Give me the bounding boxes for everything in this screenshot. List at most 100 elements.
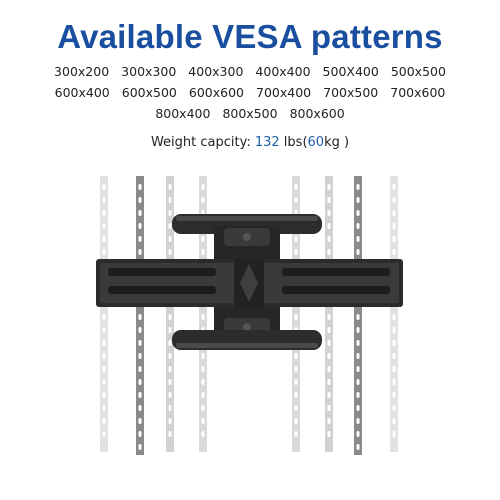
rail-hole [392,431,396,437]
rail-hole [356,223,360,229]
vesa-patterns-row-1: 300x200 300x300 400x300 400x400 500X400 … [0,64,500,79]
rail-hole [168,366,172,372]
vesa-pattern: 400x400 [255,64,311,79]
rail-hole [138,210,142,216]
rail-hole [102,327,106,333]
rail-hole [392,392,396,398]
rail-hole [294,249,298,255]
rail-hole [392,340,396,346]
rail-hole [102,314,106,320]
rail-hole [356,327,360,333]
rail-hole [201,184,205,190]
vesa-pattern: 400x300 [188,64,244,79]
rail-hole [201,379,205,385]
rail-hole [168,184,172,190]
vesa-pattern: 300x300 [121,64,177,79]
rail-hole [138,353,142,359]
rail-hole [392,418,396,424]
rail-hole [138,366,142,372]
vesa-rail [325,176,333,452]
rail-hole [168,327,172,333]
rail-hole [392,197,396,203]
rail-hole [138,392,142,398]
vesa-pattern: 800x400 [155,106,211,121]
lower-arm [172,330,322,350]
rail-hole [138,405,142,411]
rail-hole [327,379,331,385]
rail-hole [294,197,298,203]
rail-hole [102,379,106,385]
rail-hole [392,405,396,411]
rail-hole [138,340,142,346]
rail-hole [168,223,172,229]
rail-hole [356,366,360,372]
rail-hole [102,431,106,437]
rail-hole [392,314,396,320]
rail-hole [138,184,142,190]
rail-hole [294,184,298,190]
rail-hole [102,236,106,242]
rail-hole [327,210,331,216]
rail-hole [102,418,106,424]
rail-hole [168,431,172,437]
rail-hole [392,249,396,255]
rail-hole [102,197,106,203]
upper-arm [172,214,322,234]
rail-hole [392,366,396,372]
vesa-pattern: 600x600 [188,85,244,100]
rail-hole [356,444,360,450]
vesa-pattern: 500X400 [322,64,379,79]
rail-hole [294,314,298,320]
rail-hole [356,392,360,398]
rail-hole [168,392,172,398]
rail-hole [168,418,172,424]
weight-lbs-unit: lbs( [279,135,308,150]
vesa-pattern: 600x500 [121,85,177,100]
rail-hole [102,184,106,190]
vesa-pattern: 300x200 [54,64,110,79]
rail-hole [327,418,331,424]
rail-hole [102,210,106,216]
vesa-pattern: 700x600 [390,85,446,100]
rail-hole [168,353,172,359]
rail-hole [327,223,331,229]
rail-hole [356,184,360,190]
rail-hole [327,405,331,411]
rail-hole [294,353,298,359]
vesa-pattern: 700x500 [323,85,379,100]
rail-hole [356,353,360,359]
rail-hole [356,418,360,424]
rail-hole [294,418,298,424]
vesa-pattern: 800x600 [289,106,345,121]
rail-hole [356,405,360,411]
rail-hole [168,236,172,242]
rail-hole [392,236,396,242]
vesa-pattern: 600x400 [54,85,110,100]
rail-hole [138,197,142,203]
rail-hole [102,249,106,255]
rail-hole [294,392,298,398]
rail-hole [201,314,205,320]
rail-hole [392,379,396,385]
rail-hole [356,431,360,437]
rail-hole [138,444,142,450]
rail-hole [201,236,205,242]
rail-hole [294,379,298,385]
weight-kg-unit: kg ) [324,135,350,150]
rail-hole [327,184,331,190]
rail-hole [356,379,360,385]
rail-hole [356,340,360,346]
rail-hole [327,236,331,242]
weight-label: Weight capcity: [150,135,255,150]
rail-hole [201,431,205,437]
rail-hole [102,223,106,229]
rail-hole [168,405,172,411]
vesa-rail [390,176,398,452]
rail-hole [168,249,172,255]
rail-hole [356,197,360,203]
rail-hole [356,249,360,255]
vesa-pattern: 700x400 [256,85,312,100]
rail-hole [138,327,142,333]
rail-hole [168,379,172,385]
